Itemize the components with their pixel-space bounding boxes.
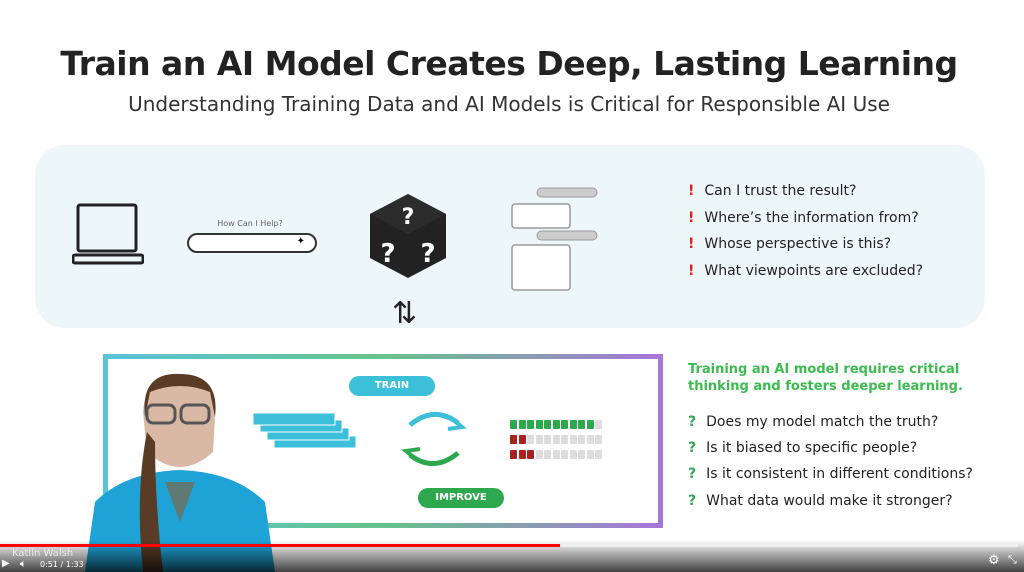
score-square (518, 450, 526, 459)
question-item: !Whose perspective is this? (688, 236, 892, 252)
score-square (578, 450, 585, 459)
volume-icon[interactable]: 🔈︎ (20, 557, 27, 570)
prompt-input: ✦ (187, 233, 317, 253)
progress-track[interactable] (0, 544, 1018, 547)
laptop-icon (72, 203, 144, 265)
check-item: ?What data would make it stronger? (688, 493, 953, 509)
score-square (578, 420, 585, 429)
improve-pill: IMPROVE (418, 488, 504, 508)
svg-text:?: ? (380, 239, 395, 269)
progress-fill (0, 544, 560, 547)
score-square (527, 420, 534, 429)
check-item: ?Is it consistent in different condition… (688, 466, 973, 482)
score-square (586, 450, 594, 459)
mystery-cube-icon: ? ? ? (370, 194, 446, 278)
score-square (535, 435, 543, 444)
score-square (510, 420, 517, 429)
callout-text: Training an AI model requires critical t… (688, 362, 963, 394)
score-square (586, 435, 594, 444)
score-square (527, 450, 534, 459)
svg-text:?: ? (420, 239, 435, 269)
cycle-arrows-icon (401, 412, 467, 466)
svg-text:?: ? (402, 205, 415, 230)
score-square (544, 450, 551, 459)
score-square (586, 420, 594, 429)
slide-subtitle: Understanding Training Data and AI Model… (128, 92, 890, 116)
score-square (552, 450, 560, 459)
score-square (569, 420, 577, 429)
time-display: 0:51 / 1:33 (40, 560, 84, 569)
score-square (544, 435, 551, 444)
settings-gear-icon[interactable]: ⚙ (988, 553, 1000, 568)
play-button[interactable]: ▶ (2, 558, 10, 569)
score-square (578, 435, 585, 444)
score-square (561, 450, 568, 459)
score-square (595, 450, 602, 459)
score-square (518, 420, 526, 429)
score-bars (510, 420, 605, 465)
score-square (561, 435, 568, 444)
score-square (552, 420, 560, 429)
prompt-label: How Can I Help? (217, 219, 283, 228)
score-square (535, 420, 543, 429)
score-square (595, 435, 602, 444)
score-square (595, 420, 602, 429)
swap-arrows-icon: ⇅ (392, 296, 418, 331)
question-item: !Can I trust the result? (688, 183, 857, 199)
slide-title: Train an AI Model Creates Deep, Lasting … (60, 44, 958, 83)
score-square (544, 420, 551, 429)
presenter-name: Katlin Walsh (12, 548, 74, 559)
score-square (569, 450, 577, 459)
score-square (552, 435, 560, 444)
chat-bubbles-icon (511, 187, 598, 291)
sparkle-icon: ✦ (296, 236, 305, 247)
score-square (510, 450, 517, 459)
score-square (527, 435, 534, 444)
fullscreen-exit-icon[interactable]: ⤡ (1008, 553, 1017, 566)
check-item: ?Does my model match the truth? (688, 414, 939, 430)
score-square (510, 435, 517, 444)
check-item: ?Is it biased to specific people? (688, 440, 918, 456)
train-pill: TRAIN (349, 376, 435, 396)
score-square (561, 420, 568, 429)
score-square (535, 450, 543, 459)
score-square (569, 435, 577, 444)
question-item: !What viewpoints are excluded? (688, 263, 924, 279)
data-stack-icon (252, 412, 357, 449)
score-square (518, 435, 526, 444)
question-item: !Where’s the information from? (688, 210, 919, 226)
